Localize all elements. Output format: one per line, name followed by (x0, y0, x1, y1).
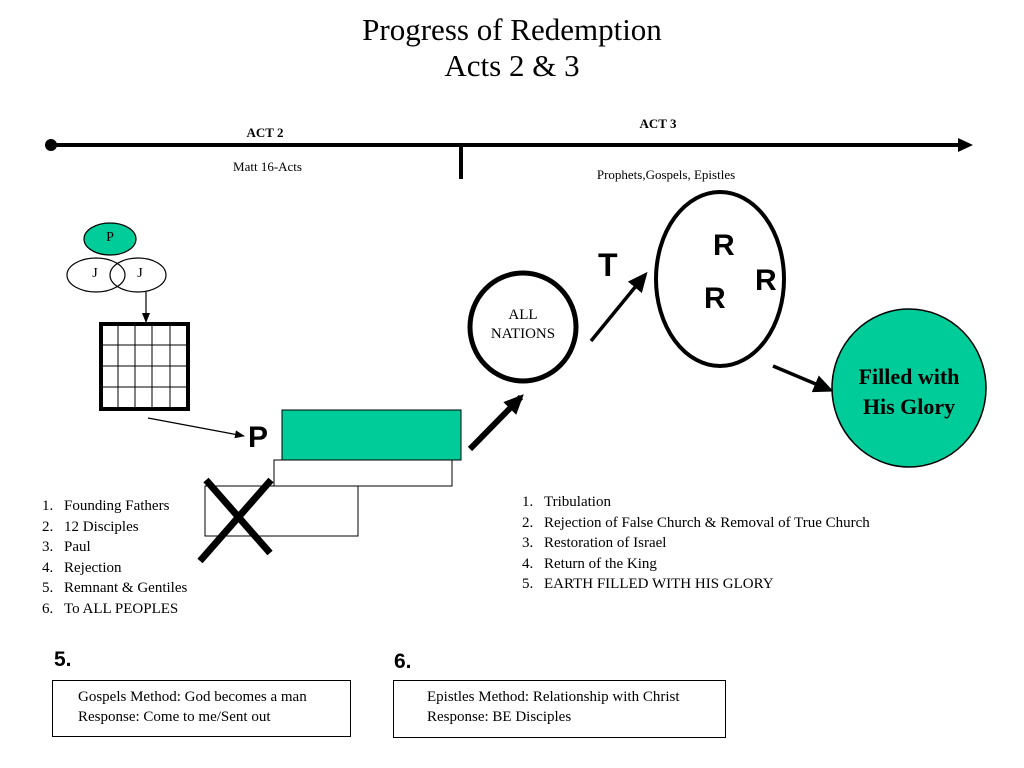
box6-number: 6. (394, 650, 412, 673)
list-item-number: 5. (522, 576, 534, 592)
box5-line-2: Response: Come to me/Sent out (78, 709, 271, 725)
list-item-text: Rejection (64, 559, 122, 576)
box5-number: 5. (54, 648, 72, 671)
list-item-text: 12 Disciples (64, 518, 139, 535)
list-item: 6. To ALL PEOPLES (42, 599, 187, 620)
list-item-number: 2. (522, 514, 534, 531)
list-item-number: 4. (42, 559, 54, 576)
list-item: 2. Rejection of False Church & Removal of… (522, 513, 870, 534)
rejection-x-icon (197, 477, 274, 564)
arrow-to-all-nations (467, 394, 524, 452)
r-letter-2: R (755, 264, 777, 297)
act3-subtitle: Prophets,Gospels, Epistles (596, 167, 736, 182)
act2-label: ACT 2 (246, 125, 284, 140)
p-circle-label: P (106, 230, 114, 245)
r-circle (654, 190, 786, 368)
list-item-number: 1. (522, 494, 534, 510)
box6-line-1: Epistles Method: Relationship with Chris… (427, 689, 680, 705)
act3-list: 1. Tribulation 2. Rejection of False Church… (522, 492, 870, 595)
p-circle (83, 222, 137, 256)
rect-top-teal (281, 409, 462, 461)
list-item-number: 2. (42, 518, 54, 535)
act2-subtitle: Matt 16-Acts (233, 159, 302, 174)
list-item: 4. Rejection (42, 558, 187, 579)
list-item-text: EARTH FILLED WITH HIS GLORY (544, 576, 774, 592)
list-item-number: 6. (42, 600, 54, 617)
timeline-arrowhead (958, 138, 973, 152)
r-letter-3: R (704, 282, 726, 315)
glory-circle (831, 308, 987, 468)
all-nations-label: ALL NATIONS (473, 306, 573, 344)
glory-label: Filled with His Glory (832, 362, 986, 422)
box5-line-1: Gospels Method: God becomes a man (78, 689, 307, 705)
list-item: 5. EARTH FILLED WITH HIS GLORY (522, 574, 870, 595)
list-item: 1. Founding Fathers (42, 496, 187, 517)
arrow-to-r-circle (589, 271, 648, 343)
title-line-2: Acts 2 & 3 (444, 48, 580, 83)
r-letter-1: R (713, 229, 735, 262)
list-item-text: Paul (64, 539, 91, 555)
list-item: 3. Restoration of Israel (522, 533, 870, 554)
list-item-number: 1. (42, 498, 54, 514)
box6: Epistles Method: Relationship with Chris… (393, 680, 726, 738)
list-item: 4. Return of the King (522, 554, 870, 575)
rect-middle (273, 459, 453, 487)
list-item: 3. Paul (42, 537, 187, 558)
list-item-text: Return of the King (544, 555, 657, 572)
j-left-label: J (92, 266, 98, 281)
list-item-text: Restoration of Israel (544, 535, 667, 551)
t-letter: T (598, 247, 618, 283)
grid-table-icon (99, 322, 190, 411)
p-big-label: P (248, 421, 269, 454)
all-nations-line-1: ALL (508, 307, 538, 323)
arrow-to-p (147, 417, 245, 439)
list-item: 5. Remnant & Gentiles (42, 578, 187, 599)
list-item-text: Tribulation (544, 494, 611, 510)
glory-line-1: Filled with (858, 364, 960, 389)
list-item-text: Founding Fathers (64, 498, 170, 514)
box6-line-2: Response: BE Disciples (427, 709, 572, 725)
list-item-number: 3. (42, 539, 54, 555)
list-item: 2. 12 Disciples (42, 517, 187, 538)
list-item-text: Rejection of False Church & Removal of T… (544, 514, 870, 531)
page-title: Progress of Redemption Acts 2 & 3 (0, 12, 1024, 84)
list-item-number: 3. (522, 535, 534, 551)
list-item-number: 5. (42, 580, 54, 596)
list-item: 1. Tribulation (522, 492, 870, 513)
list-item-text: To ALL PEOPLES (64, 600, 179, 617)
title-line-1: Progress of Redemption (362, 12, 662, 47)
list-item-number: 4. (522, 555, 534, 572)
act2-list: 1. Founding Fathers 2. 12 Disciples 3. Paul 4.… (42, 496, 187, 619)
act3-label: ACT 3 (639, 116, 677, 131)
glory-line-2: His Glory (862, 394, 956, 419)
all-nations-circle (467, 270, 579, 384)
list-item-text: Remnant & Gentiles (64, 580, 188, 596)
j-circle-left (66, 257, 126, 293)
j-right-label: J (137, 266, 143, 281)
all-nations-line-2: NATIONS (490, 326, 556, 342)
j-circle-right (109, 257, 167, 293)
arrow-to-glory (772, 364, 834, 393)
box5: Gospels Method: God becomes a man Respon… (52, 680, 351, 737)
